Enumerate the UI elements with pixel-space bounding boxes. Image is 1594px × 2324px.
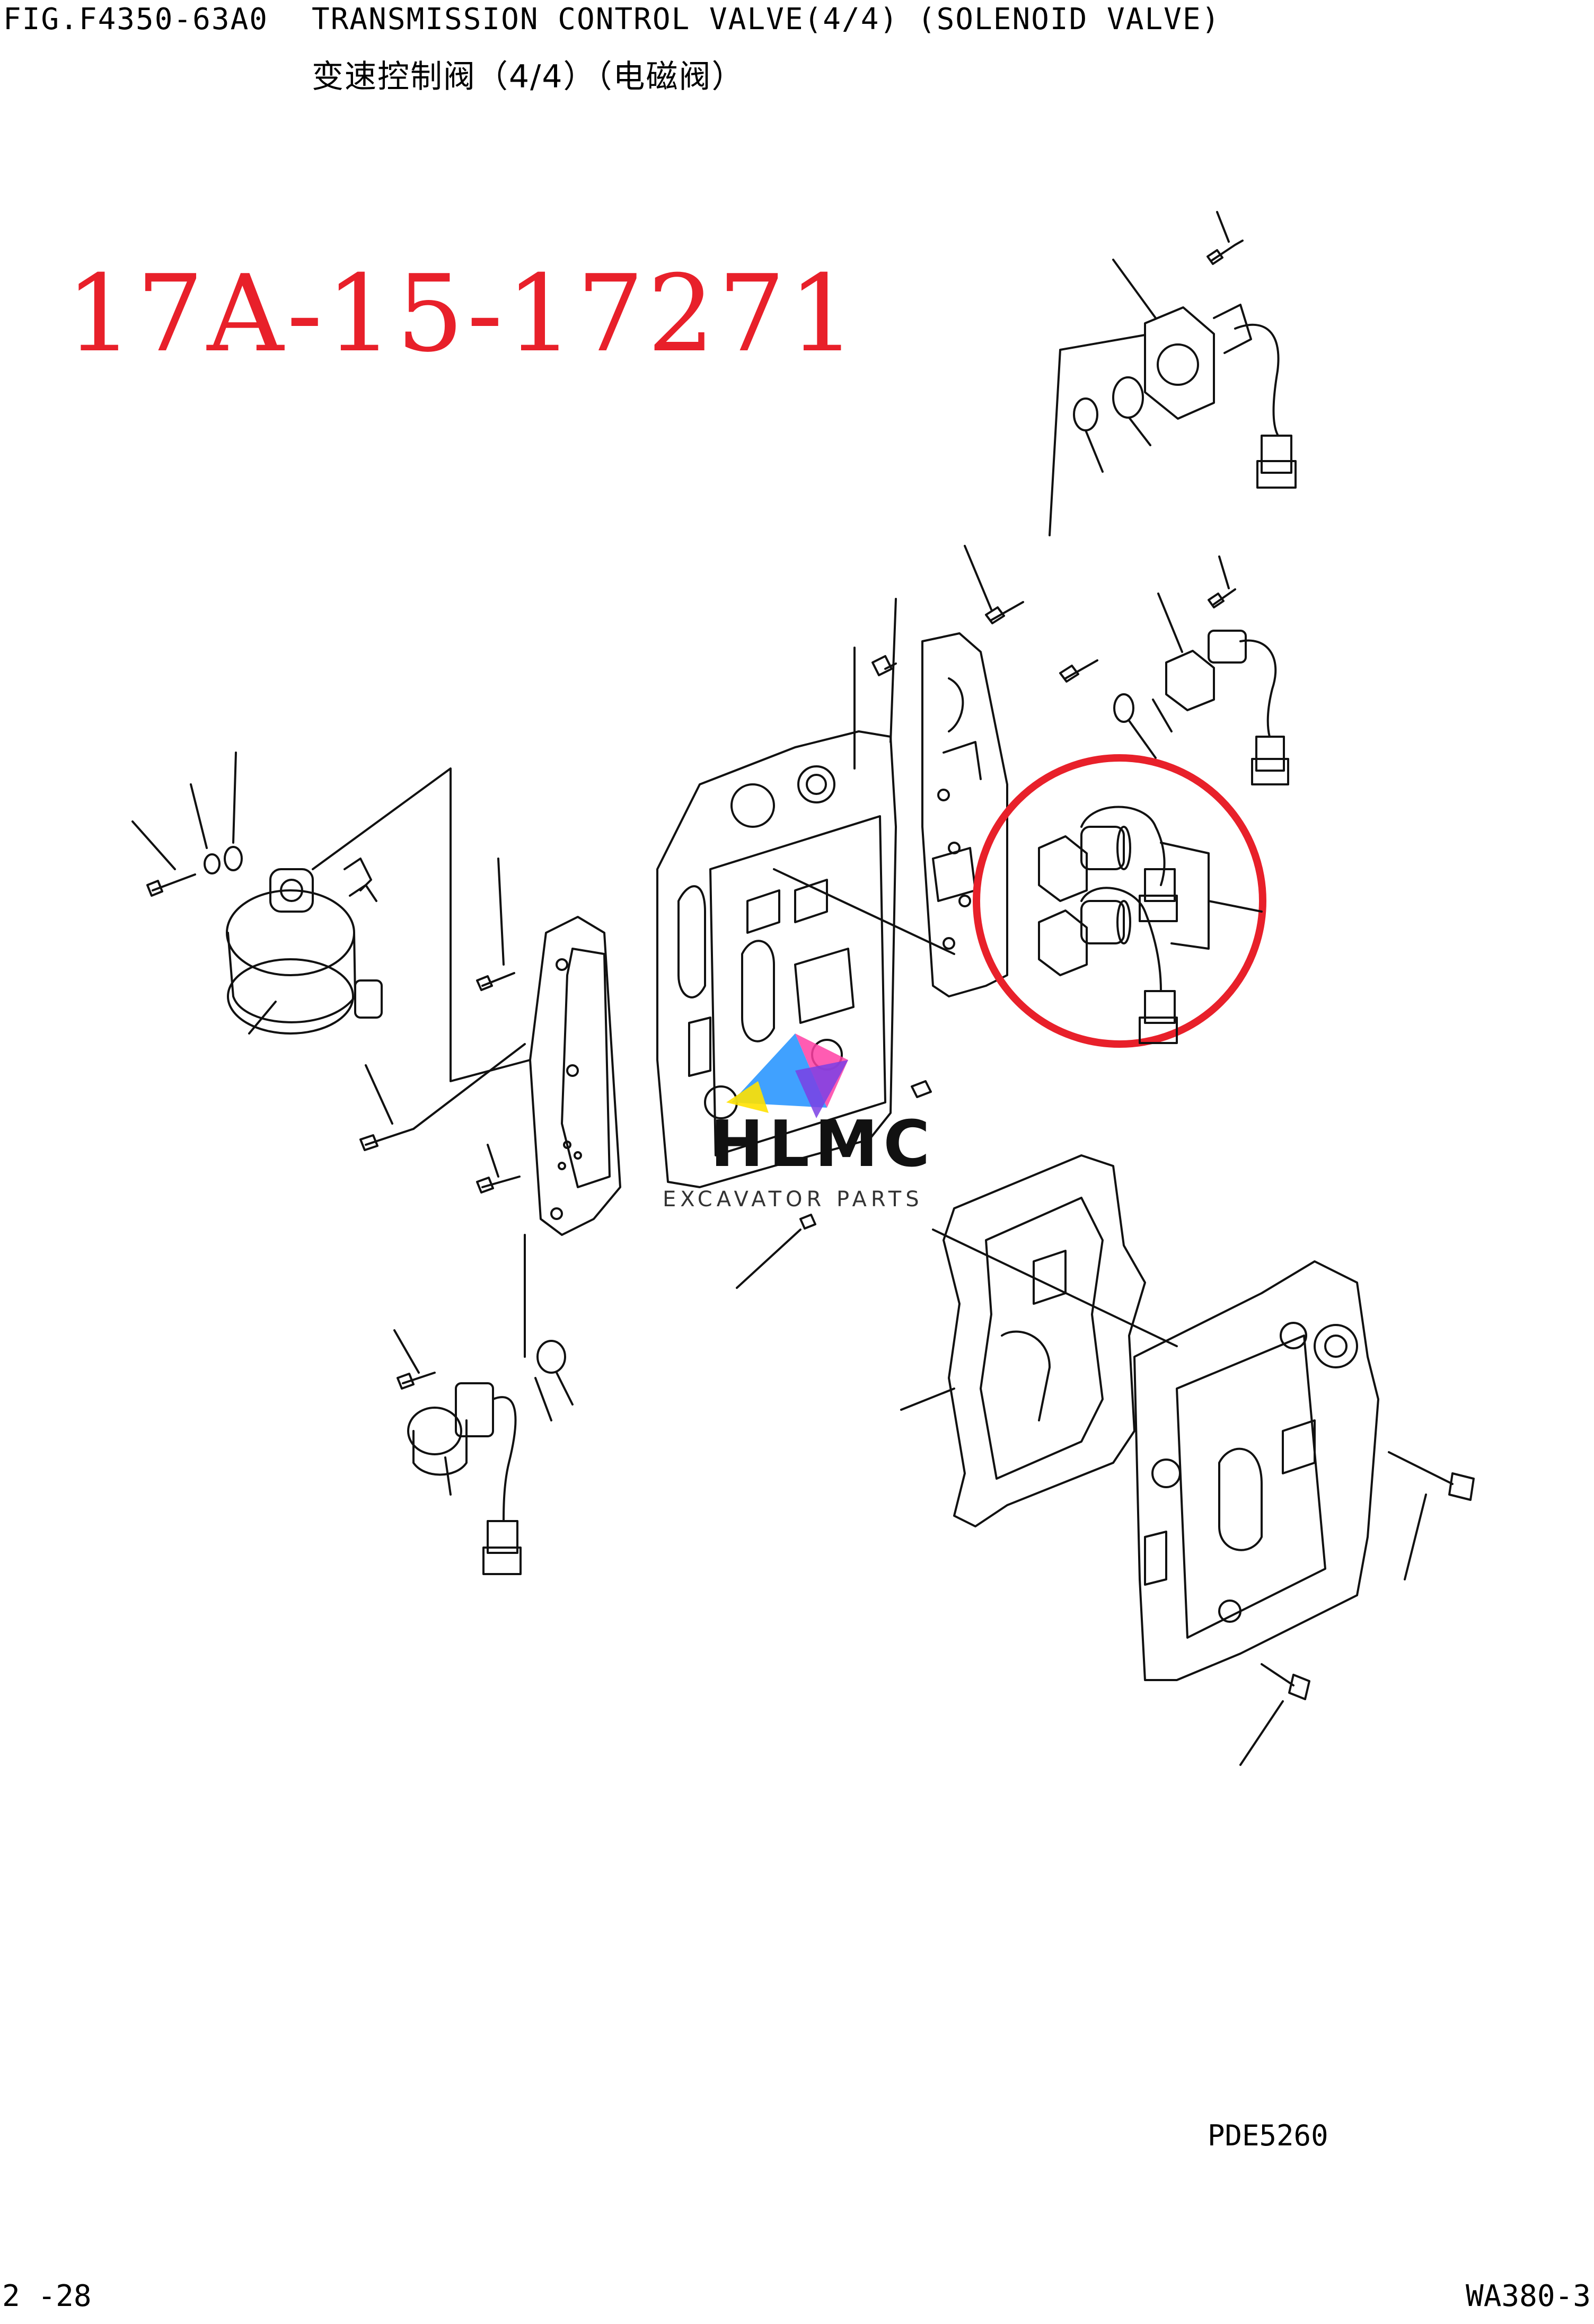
highlighted-solenoid-pair — [1039, 807, 1262, 1044]
bolt-icon — [360, 1129, 413, 1150]
plug-icon — [912, 1081, 931, 1097]
wire-harness — [1081, 888, 1161, 991]
model-code: WA380-3 — [1465, 2279, 1591, 2313]
wire-harness — [1081, 807, 1165, 886]
washer-icon — [205, 854, 219, 873]
solenoid-body — [1166, 651, 1214, 710]
connector-icon — [1145, 991, 1175, 1023]
solenoid-highlight-ellipse — [976, 758, 1263, 1044]
wire-harness — [1235, 325, 1279, 435]
leader-line — [1113, 260, 1156, 318]
bolt-icon — [1389, 1452, 1474, 1500]
bolt-icon — [477, 1177, 519, 1192]
figure-title-english: TRANSMISSION CONTROL VALVE(4/4) (SOLENOI… — [312, 2, 1221, 37]
o-ring-icon — [1113, 377, 1143, 418]
bolt-icon — [1262, 1664, 1309, 1699]
bolt-icon — [1060, 660, 1097, 682]
figure-title-chinese: 变速控制阀（4/4）（电磁阀） — [312, 58, 745, 95]
solenoid-flange — [1039, 911, 1087, 975]
o-ring-icon — [1074, 399, 1097, 430]
connector-icon — [488, 1521, 517, 1553]
watermark-subtitle: EXCAVATOR PARTS — [663, 1187, 923, 1212]
bolt-icon — [986, 602, 1023, 623]
bolt-icon — [398, 1373, 435, 1389]
bolt-icon — [1209, 589, 1235, 607]
plug-icon — [800, 1215, 815, 1229]
part-number-label: 17A-15-17271 — [66, 252, 859, 376]
watermark-brand: HLMC — [710, 1108, 936, 1181]
left-mounting-plate — [360, 859, 620, 1357]
solenoid-flange — [1145, 307, 1214, 419]
left-solenoid-cartridge — [133, 753, 530, 1081]
lower-valve-body — [1134, 1261, 1378, 1680]
wire-harness — [1240, 640, 1275, 737]
bolt-icon — [477, 973, 514, 990]
washer-icon — [225, 847, 242, 870]
leader-line — [1217, 212, 1229, 242]
middle-solenoid-assembly — [965, 546, 1288, 784]
connector-icon — [1256, 737, 1284, 771]
wire-harness — [493, 1397, 515, 1521]
figure-code: FIG.F4350-63A0 — [3, 2, 269, 37]
o-ring-icon — [538, 1341, 565, 1373]
top-solenoid-assembly — [1050, 212, 1296, 535]
bolt-icon — [147, 874, 195, 896]
drawing-code: PDE5260 — [1208, 2119, 1328, 2152]
o-ring-icon — [1114, 694, 1133, 722]
connector-icon — [1145, 869, 1175, 901]
solenoid-flange — [1039, 836, 1087, 901]
connector-icon — [1262, 436, 1291, 473]
watermark-logo-icon — [726, 1033, 848, 1118]
bottom-left-solenoid — [394, 1330, 573, 1574]
bolt-icon — [1208, 241, 1243, 264]
valve-cover-plate — [922, 633, 1007, 996]
page-number: 2 -28 — [2, 2279, 92, 2313]
separator-gasket — [901, 1155, 1177, 1526]
leader-line — [1158, 594, 1182, 652]
